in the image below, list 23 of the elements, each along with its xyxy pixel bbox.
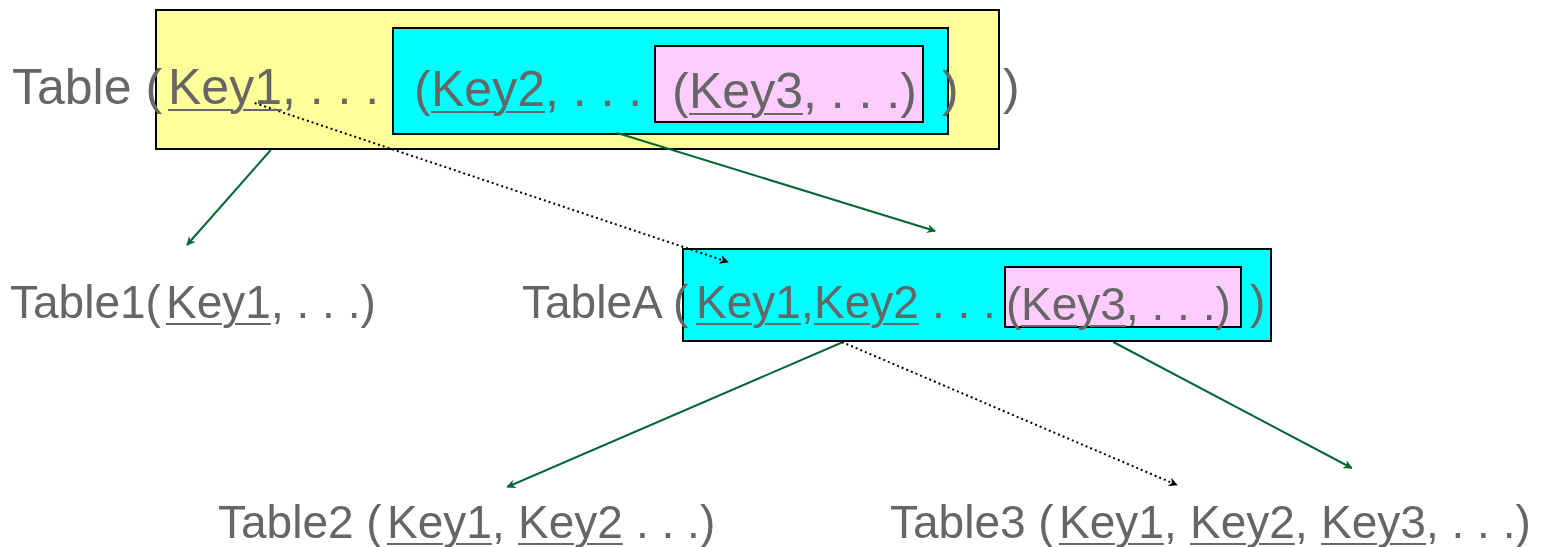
arrow: [1112, 341, 1353, 469]
arrow: [186, 149, 272, 246]
schema-text: ): [1003, 62, 1020, 112]
arrow: [616, 132, 937, 233]
schema-text: . . .: [932, 279, 996, 325]
schema-text: ,: [801, 279, 814, 325]
key-attribute: Key3: [689, 66, 803, 116]
arrow: [253, 102, 729, 264]
entity-box: [654, 45, 924, 123]
schema-text: (: [414, 64, 431, 114]
schema-text: ,: [1164, 499, 1177, 545]
entity-box: [1004, 266, 1242, 328]
schema-text: , . . .: [545, 64, 643, 114]
key-attribute: Key1: [168, 62, 282, 112]
schema-text: ): [942, 64, 959, 114]
schema-text: , . . .): [803, 66, 917, 116]
schema-text: ,: [492, 499, 505, 545]
schema-text: , . . .: [282, 62, 380, 112]
arrow: [840, 341, 1178, 486]
arrow: [506, 341, 845, 488]
schema-text: (: [672, 66, 689, 116]
schema-text: ,: [1295, 499, 1308, 545]
key-attribute: Key2: [431, 64, 545, 114]
